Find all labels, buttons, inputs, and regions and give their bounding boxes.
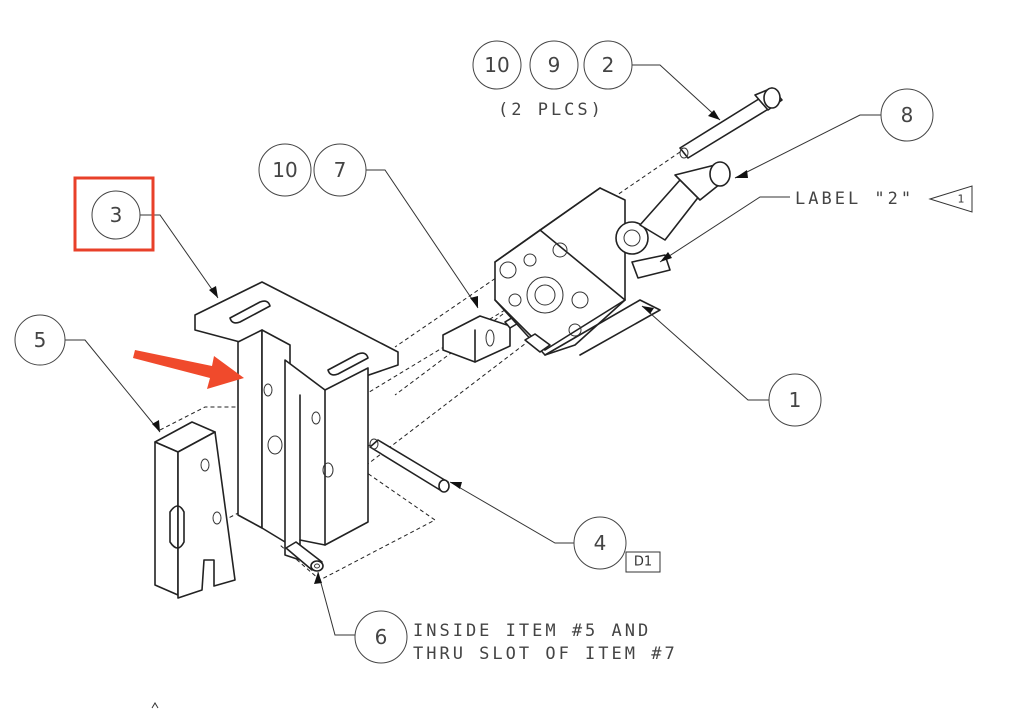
part-item-4-pin (369, 438, 450, 493)
part-item-2-bolt (679, 87, 783, 159)
part-item-5 (154, 421, 236, 599)
part-item-7 (442, 315, 521, 363)
note-label-2: LABEL "2" (795, 189, 914, 209)
balloon-6: 6 (354, 610, 408, 664)
balloon-10-top: 10 (472, 40, 522, 90)
balloon-7: 7 (313, 143, 367, 197)
part-item-3-bracket (194, 281, 399, 561)
svg-text:D1: D1 (634, 555, 652, 570)
leader-lines (64, 64, 881, 636)
balloon-1: 1 (768, 373, 822, 427)
balloon-4: 4 (573, 516, 627, 570)
svg-text:1: 1 (958, 193, 965, 206)
svg-text:9: 9 (548, 53, 561, 77)
part-item-1-body (494, 161, 731, 356)
highlight-arrow (133, 350, 244, 389)
balloon-5: 5 (14, 314, 66, 366)
d1-box: D1 (625, 551, 661, 573)
svg-text:7: 7 (334, 158, 347, 182)
svg-text:6: 6 (375, 625, 388, 649)
svg-text:8: 8 (901, 103, 914, 127)
note-2-plcs: (2 PLCS) (498, 100, 604, 120)
svg-text:2: 2 (602, 53, 615, 77)
note-inside-line1: INSIDE ITEM #5 AND (413, 621, 651, 641)
flag-note-triangle: 1 (928, 185, 973, 213)
part-item-6-pin (285, 541, 324, 572)
cursor-mark (151, 702, 159, 709)
leader-arrowheads (152, 110, 748, 584)
svg-text:10: 10 (272, 158, 297, 182)
balloon-10-mid: 10 (258, 143, 312, 197)
svg-text:4: 4 (594, 531, 607, 555)
balloon-8: 8 (880, 88, 934, 142)
svg-text:5: 5 (34, 328, 47, 352)
svg-text:3: 3 (110, 203, 123, 227)
svg-text:1: 1 (789, 388, 802, 412)
balloon-9: 9 (529, 40, 579, 90)
note-inside-line2: THRU SLOT OF ITEM #7 (413, 644, 678, 664)
balloon-2: 2 (583, 40, 633, 90)
svg-text:10: 10 (484, 53, 509, 77)
highlight-box (73, 176, 155, 252)
balloon-3: 3 (91, 190, 141, 240)
